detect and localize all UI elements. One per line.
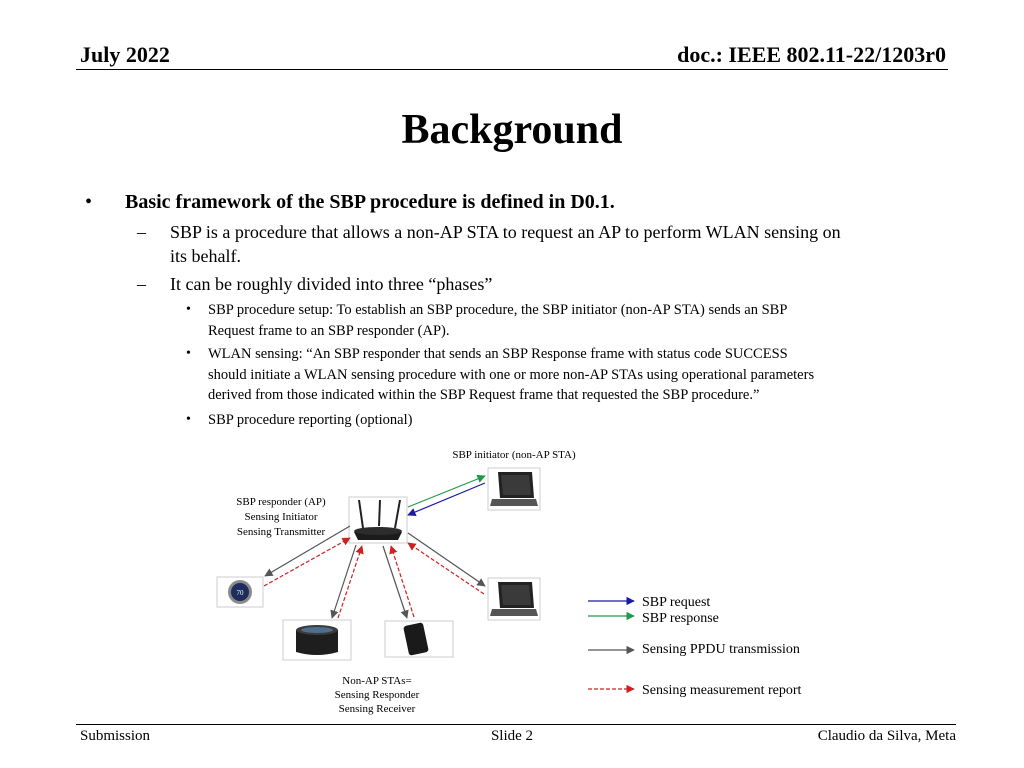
header-date: July 2022	[80, 42, 170, 67]
bullet-marker: •	[85, 191, 93, 213]
legend-ppdu-label: Sensing PPDU transmission	[642, 642, 800, 657]
bullet-sub-2: It can be roughly divided into three “ph…	[170, 274, 493, 294]
phase-1: SBP procedure setup: To establish an SBP…	[208, 300, 938, 341]
responder-label-line-2: Sensing Initiator	[244, 511, 317, 523]
legend-response-label: SBP response	[642, 611, 719, 626]
bullet-sub-1-line-2: its behalf.	[170, 246, 241, 266]
phase-2-line-2: should initiate a WLAN sensing procedure…	[208, 366, 815, 383]
stas-label-line-1: Non-AP STAs=	[342, 675, 411, 687]
report-arrow-thermostat	[263, 537, 351, 587]
responder-label-line-1: SBP responder (AP)	[236, 496, 326, 508]
sbp-response-arrow	[407, 474, 486, 508]
footer-author: Claudio da Silva, Meta	[817, 728, 956, 744]
thermostat-reading: 70	[237, 589, 245, 597]
stas-label-line-2: Sensing Responder	[335, 689, 420, 701]
dot-marker: •	[186, 412, 191, 427]
legend-request-label: SBP request	[642, 595, 710, 610]
bullet-main: Basic framework of the SBP procedure is …	[125, 191, 615, 213]
smart-speaker-icon	[282, 619, 352, 661]
bullet-sub-1-line-1: SBP is a procedure that allows a non-AP …	[170, 222, 841, 242]
footer-submission: Submission	[80, 728, 151, 744]
phase-2-line-3: derived from those indicated within the …	[208, 387, 760, 403]
ppdu-arrow-phone	[382, 545, 409, 619]
footer-divider	[76, 724, 956, 725]
ppdu-arrow-laptop	[407, 532, 486, 587]
laptop-sta-icon	[487, 577, 541, 621]
responder-label-line-3: Sensing Transmitter	[237, 526, 326, 538]
ppdu-arrow-speaker	[330, 544, 357, 619]
header-divider	[76, 69, 948, 70]
dot-marker: •	[186, 346, 191, 361]
phase-2: WLAN sensing: “An SBP responder that sen…	[208, 344, 938, 406]
phase-1-line-2: Request frame to an SBP responder (AP).	[208, 322, 450, 339]
legend: SBP request SBP response Sensing PPDU tr…	[588, 595, 802, 698]
router-icon	[348, 496, 408, 544]
phase-3: SBP procedure reporting (optional)	[208, 412, 413, 428]
phase-2-line-1: WLAN sensing: “An SBP responder that sen…	[208, 346, 788, 362]
report-arrow-phone	[389, 545, 415, 618]
phone-icon	[384, 620, 454, 658]
dash-marker: –	[137, 222, 146, 242]
header-doc-id: doc.: IEEE 802.11-22/1203r0	[677, 42, 946, 67]
footer-slide-number: Slide 2	[490, 728, 534, 744]
report-arrow-speaker	[337, 545, 364, 619]
laptop-initiator-icon	[487, 467, 541, 511]
initiator-label: SBP initiator (non-AP STA)	[452, 449, 576, 461]
dot-marker: •	[186, 302, 191, 317]
sbp-request-arrow	[407, 482, 486, 516]
thermostat-icon: 70	[216, 576, 264, 608]
slide-title: Background	[401, 107, 623, 153]
stas-label-line-3: Sensing Receiver	[339, 703, 416, 715]
ppdu-arrow-thermostat	[264, 525, 351, 577]
phase-1-line-1: SBP procedure setup: To establish an SBP…	[208, 302, 788, 318]
legend-report-label: Sensing measurement report	[642, 683, 802, 698]
report-arrow-laptop	[407, 542, 485, 595]
dash-marker: –	[137, 274, 146, 294]
bullet-sub-1: SBP is a procedure that allows a non-AP …	[170, 220, 930, 268]
